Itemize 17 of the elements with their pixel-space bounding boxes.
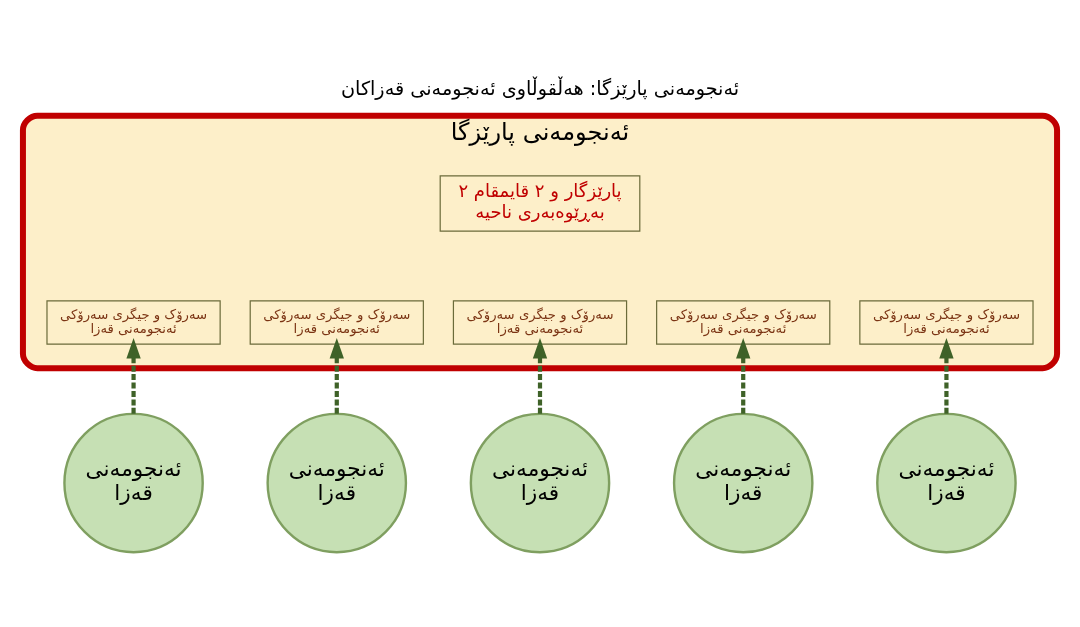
node-box: پارێزگار و ٢ قایمقام ٢ بەڕێوەبەری ناحیە <box>439 175 641 232</box>
node-box: سەرۆک و جیگری سەرۆکی ئەنجومەنی قەزا <box>859 300 1034 345</box>
node-circle: ئەنجومەنی قەزا <box>672 412 814 554</box>
arrow <box>126 338 141 414</box>
node-box: سەرۆک و جیگری سەرۆکی ئەنجومەنی قەزا <box>249 300 424 345</box>
node-box: سەرۆک و جیگری سەرۆکی ئەنجومەنی قەزا <box>452 300 628 345</box>
node-circle: ئەنجومەنی قەزا <box>469 412 611 554</box>
arrow <box>532 338 548 414</box>
arrow <box>736 338 751 414</box>
node-circle: ئەنجومەنی قەزا <box>876 412 1017 554</box>
diagram-title: ئەنجومەنی پارێزگا: هەڵقوڵاوی ئەنجومەنی قەزاکان <box>340 77 740 101</box>
node-box: سەرۆک و جیگری سەرۆکی ئەنجومەنی قەزا <box>46 300 221 345</box>
node-box: سەرۆک و جیگری سەرۆکی ئەنجومەنی قەزا <box>656 300 831 345</box>
arrow <box>939 338 954 414</box>
node-circle: ئەنجومەنی قەزا <box>63 412 204 554</box>
arrow <box>329 338 344 414</box>
node-circle: ئەنجومەنی قەزا <box>266 412 408 554</box>
